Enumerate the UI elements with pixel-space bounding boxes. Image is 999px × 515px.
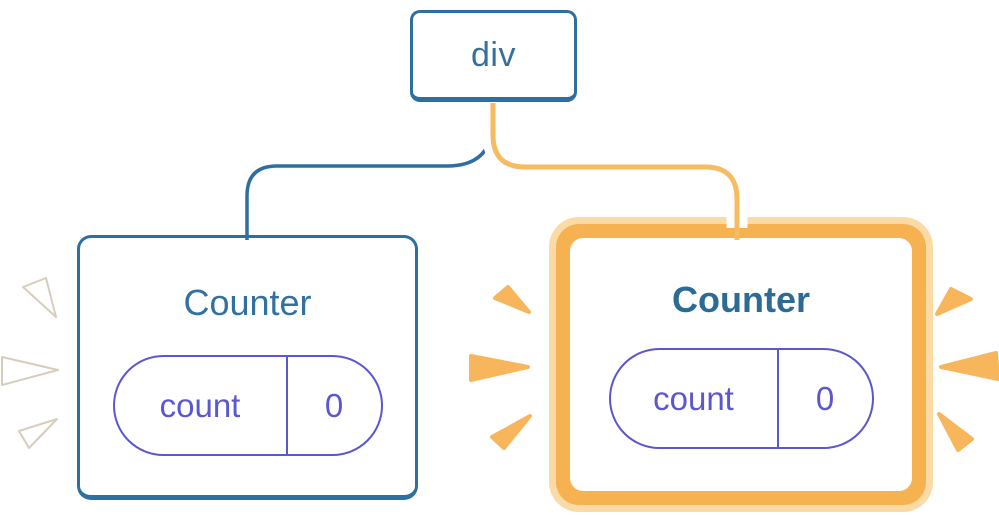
counter-card-right: Counter count 0 [570,238,912,491]
state-pill-right: count 0 [608,348,874,449]
counter-card-left-title: Counter [183,282,312,323]
counter-card-right-title: Counter [672,279,810,320]
spark-burst-right-card-left-icon [469,285,532,450]
counter-card-right-orange-ring: Counter count 0 [556,224,926,505]
edge-div-to-right-counter-casing [482,103,748,228]
state-pill-left-value: 0 [324,386,344,424]
root-node-div: div [410,10,577,102]
counter-card-right-highlight-ring: Counter count 0 [549,217,933,512]
spark-burst-left-icon [1,277,59,449]
spark-burst-right-card-right-icon [935,287,999,452]
root-node-label: div [471,35,516,74]
state-pill-right-value: 0 [815,379,835,417]
edge-div-to-left-counter [245,103,495,240]
state-pill-right-key: count [611,350,779,447]
state-pill-left-key: count [115,357,288,454]
state-pill-left: count 0 [112,355,383,456]
counter-card-left: Counter count 0 [77,235,418,500]
